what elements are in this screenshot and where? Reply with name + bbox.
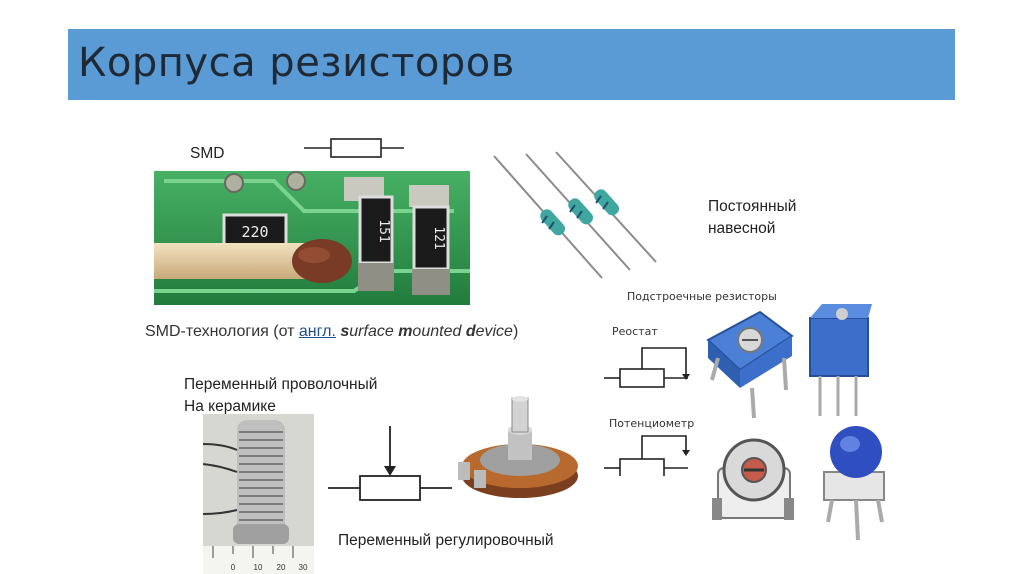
caption-d: d	[465, 323, 476, 340]
trimmer-open-frame-photo	[712, 438, 794, 520]
ruler-mark-30: 30	[299, 563, 308, 572]
smd-pcb-photo: 220 151 121	[154, 171, 470, 305]
trimmer-blue-photo-2	[809, 304, 872, 416]
rotary-potentiometer-photo	[458, 396, 578, 498]
rheostat-label: Реостат	[612, 325, 658, 338]
caption-link-angl[interactable]: англ.	[298, 323, 336, 340]
smd-caption: SMD-технология (от англ. surface mounted…	[145, 323, 518, 341]
pcb-marking-151: 151	[376, 219, 391, 242]
potentiometer-symbol	[604, 435, 690, 476]
caption-prefix: SMD-технология (от	[145, 323, 299, 340]
caption-s: s	[340, 323, 350, 340]
variable-resistor-symbol	[328, 426, 452, 501]
caption-ounted: ounted	[412, 323, 466, 340]
pcb-marking-121: 121	[431, 226, 446, 249]
ruler-mark-0: 0	[231, 563, 236, 572]
ruler-mark-20: 20	[277, 563, 286, 572]
ruler-mark-10: 10	[254, 563, 263, 572]
wirewound-label-line1: Переменный проволочный	[184, 376, 378, 393]
rheostat-symbol	[604, 347, 690, 388]
trimmer-blue-knob-photo	[823, 426, 885, 541]
wirewound-label-line2: На керамике	[184, 398, 276, 415]
fixed-label-line1: Постоянный	[708, 198, 797, 215]
caption-m: m	[398, 323, 413, 340]
fixed-label-line2: навесной	[708, 220, 776, 237]
adjustable-label: Переменный регулировочный	[338, 532, 554, 549]
resistor-symbol-smd	[304, 138, 404, 158]
axial-resistors-photo	[493, 151, 657, 279]
caption-evice: evice	[475, 323, 513, 340]
caption-suffix: )	[512, 323, 519, 340]
slide-title: Корпуса резисторов	[78, 40, 515, 86]
caption-urface: urface	[349, 323, 399, 340]
trimmer-title: Подстроечные резисторы	[627, 290, 777, 303]
potentiometer-label: Потенциометр	[609, 417, 695, 430]
wirewound-resistor-photo: 0 10 20 30	[203, 414, 314, 574]
trimmer-blue-photo-1	[706, 310, 794, 419]
smd-label: SMD	[190, 145, 225, 162]
pcb-marking-220: 220	[241, 223, 268, 241]
title-bar	[68, 29, 955, 100]
